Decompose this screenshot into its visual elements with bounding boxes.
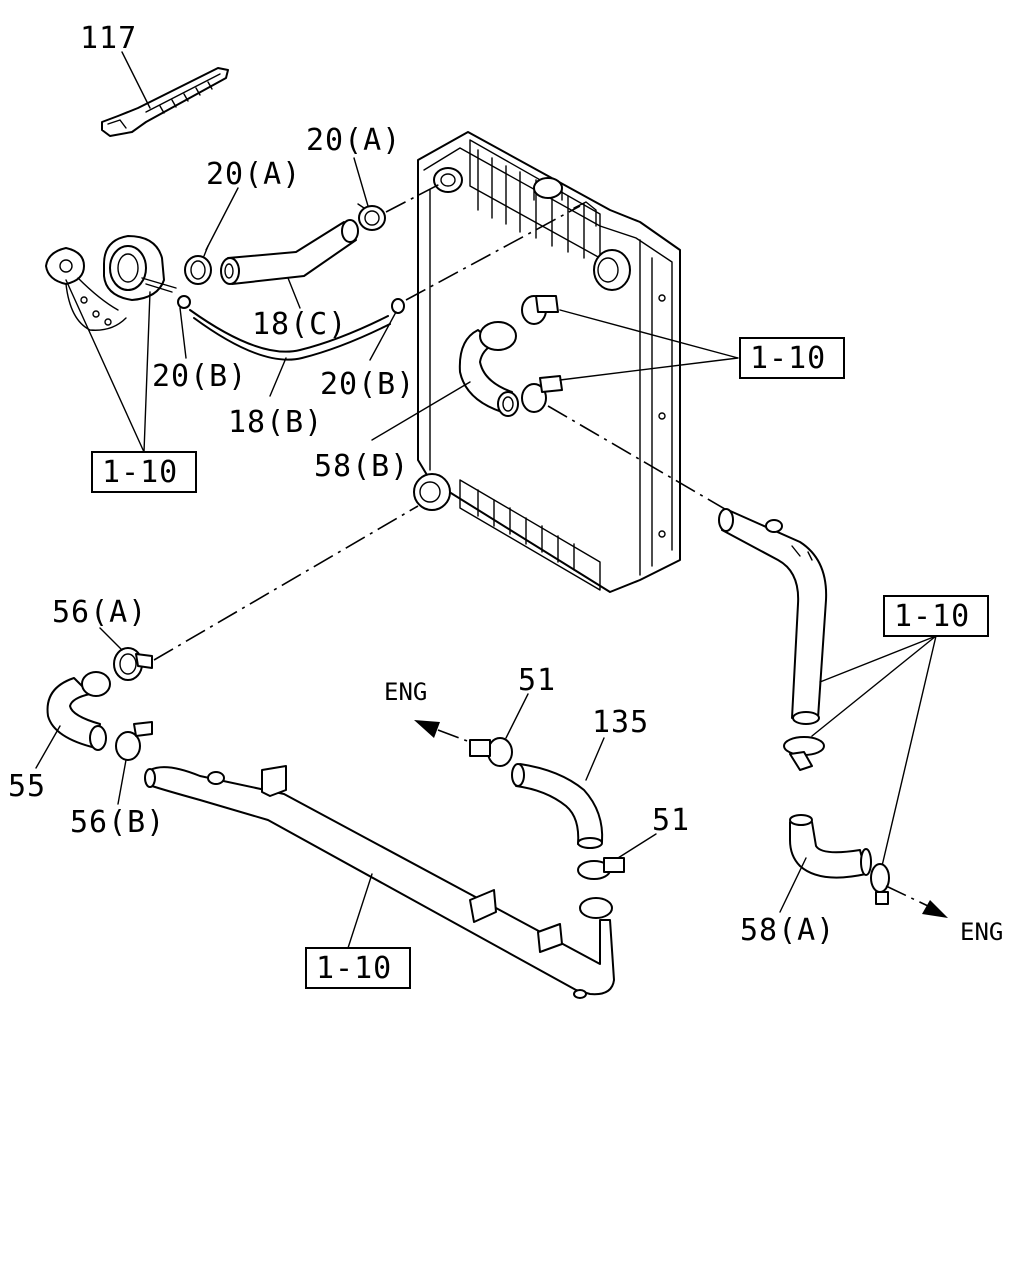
ref-label-left: 1-10 (102, 455, 178, 490)
label-51-upper: 51 (518, 663, 556, 698)
bottom-pipe-part (144, 765, 615, 999)
ref-box-right (883, 595, 989, 637)
eng-arrow-left (414, 720, 471, 743)
ref-label-right: 1-10 (894, 599, 970, 634)
clamp-56b (115, 721, 153, 761)
right-pipe-part (718, 508, 828, 725)
leader-117 (121, 51, 151, 109)
leader-56b (117, 759, 127, 805)
label-58a: 58(A) (740, 913, 835, 948)
label-117: 117 (80, 21, 137, 56)
label-18b: 18(B) (228, 405, 323, 440)
leader-18b (269, 357, 287, 397)
leader-ref-bottom (347, 873, 373, 949)
clamp-51-upper (469, 737, 513, 767)
leader-20a-left (205, 187, 239, 251)
clamp-20a-left (184, 245, 212, 285)
ref-box-bottom (305, 947, 411, 989)
leader-135 (585, 737, 605, 781)
leader-ref-right (811, 635, 937, 867)
hose-135-part (511, 763, 604, 849)
leader-58a (779, 857, 807, 913)
ref-box-left (91, 451, 197, 493)
label-58b: 58(B) (314, 449, 409, 484)
clamp-58a (870, 863, 890, 905)
clamp-51-lower (577, 857, 625, 880)
label-eng-left: ENG (384, 678, 427, 706)
leader-56a (99, 627, 123, 651)
leader-55 (35, 725, 61, 769)
filler-neck-part (45, 235, 177, 331)
label-20b-right: 20(B) (320, 367, 415, 402)
leader-ref-left (65, 279, 151, 453)
hose-58b-part (458, 321, 519, 417)
label-18c: 18(C) (252, 307, 347, 342)
ref-label-bottom: 1-10 (316, 951, 392, 986)
label-135: 135 (592, 705, 649, 740)
dash-link-vent (405, 205, 581, 301)
radiator-part (413, 131, 681, 593)
leader-20b-right (369, 311, 397, 361)
hose-18b-part (177, 295, 405, 361)
ref-label-top-right: 1-10 (750, 341, 826, 376)
hose-55-part (46, 671, 111, 751)
ref-box-top-right (739, 337, 845, 379)
hose-58a-part (789, 814, 872, 879)
leader-51-upper (505, 693, 529, 739)
leader-58b (371, 381, 471, 441)
label-51-lower: 51 (652, 803, 690, 838)
label-20a-right: 20(A) (306, 123, 401, 158)
clamp-upper-right (521, 295, 559, 325)
label-55: 55 (8, 769, 46, 804)
cable-tie-part (101, 67, 229, 137)
dash-link-lower-outlet (153, 505, 419, 661)
label-20a-left: 20(A) (206, 157, 301, 192)
hose-18c-part (220, 219, 359, 285)
clamp-right-pipe (783, 736, 825, 771)
leader-ref-top-right (559, 309, 739, 381)
label-eng-right: ENG (960, 918, 1003, 946)
dash-link-upper-inlet (385, 183, 441, 213)
label-20b-left: 20(B) (152, 359, 247, 394)
clamp-20a-right (357, 203, 386, 231)
leader-18c (287, 277, 301, 309)
leader-20b-left (179, 307, 187, 359)
leader-51-lower (617, 833, 657, 859)
label-56a: 56(A) (52, 595, 147, 630)
eng-arrow-right (885, 885, 948, 918)
clamp-56a (113, 647, 153, 681)
clamp-lower-right (521, 375, 563, 413)
leader-20a-right (353, 157, 369, 207)
label-56b: 56(B) (70, 805, 165, 840)
